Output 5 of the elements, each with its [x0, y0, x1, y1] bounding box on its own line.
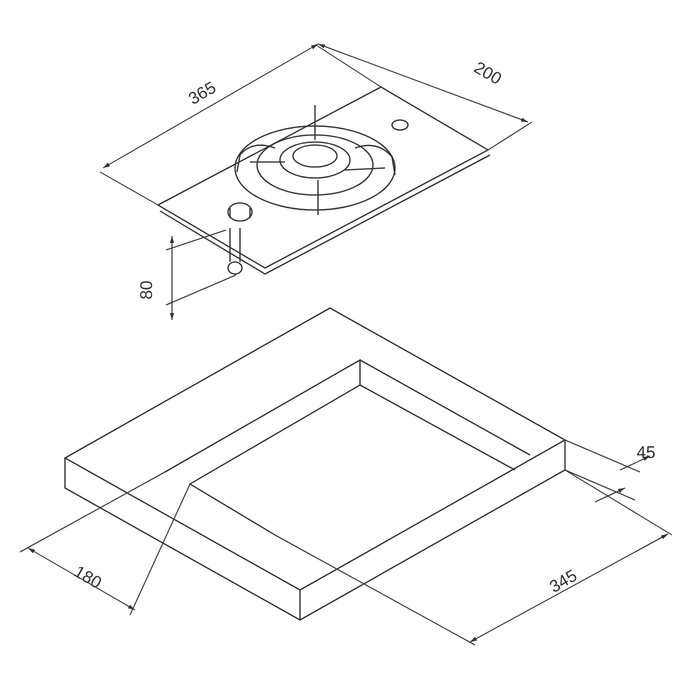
dimension-label: 200: [470, 58, 505, 89]
dimension-label: 45: [636, 443, 656, 462]
dimension-label: 345: [546, 566, 580, 597]
dimension-label: 80: [137, 280, 156, 300]
dimension-label: 365: [185, 78, 220, 109]
